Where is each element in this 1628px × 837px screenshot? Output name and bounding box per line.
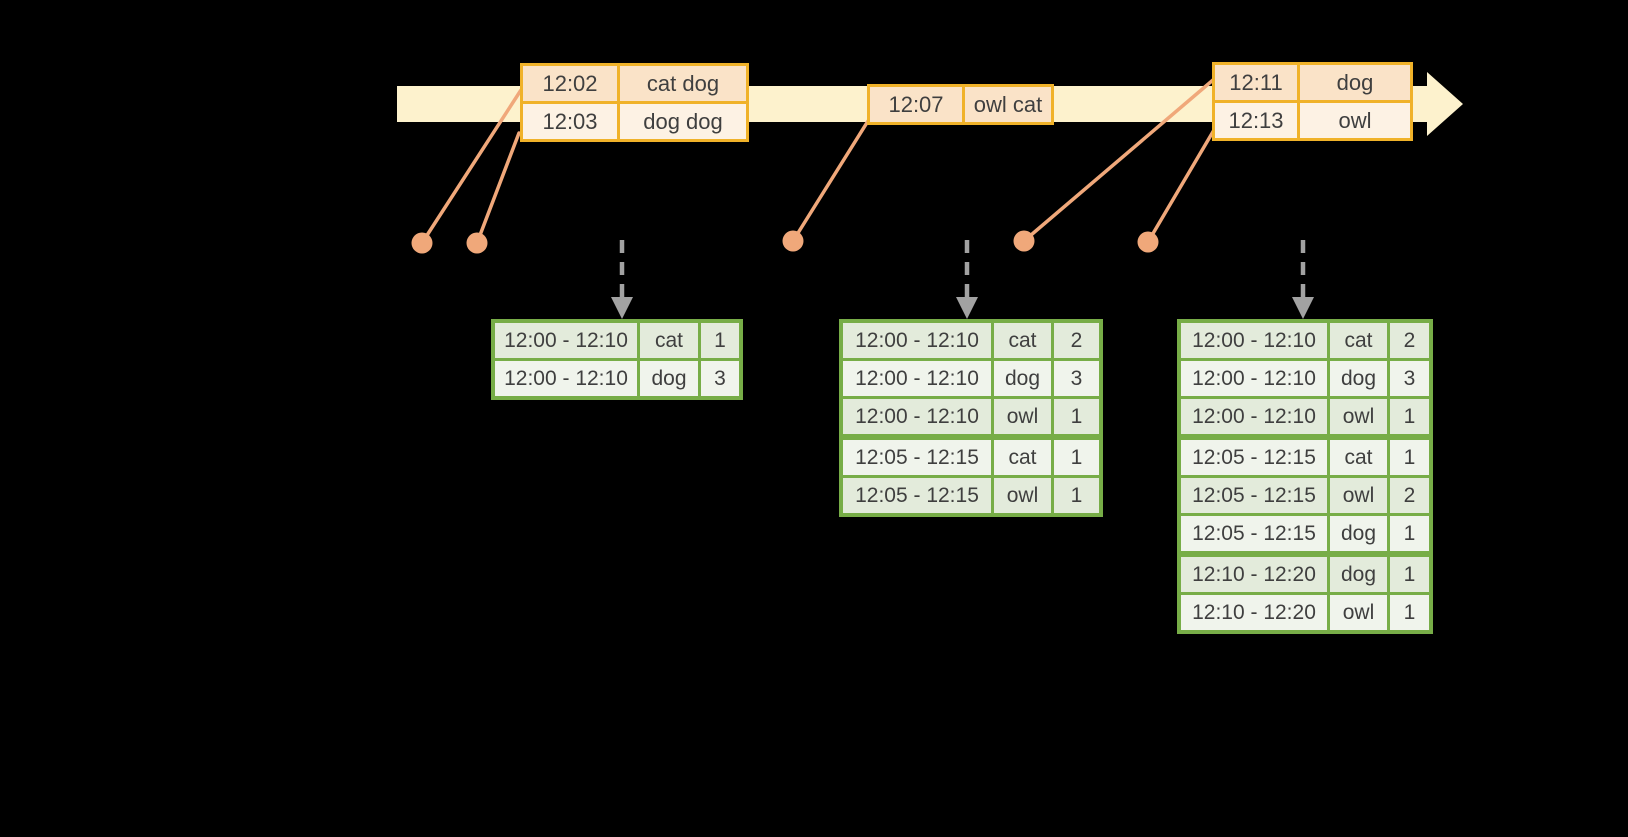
- count-cell: 3: [701, 361, 739, 396]
- trigger-arrowhead-icon: [1292, 297, 1314, 319]
- result-row: 12:00 - 12:10 dog 3: [1181, 361, 1429, 396]
- window-cell: 12:05 - 12:15: [1181, 478, 1327, 513]
- connector-line: [420, 88, 523, 245]
- connector-line: [1022, 78, 1215, 243]
- event-words: dog dog: [617, 101, 749, 142]
- count-cell: 1: [1054, 478, 1099, 513]
- result-row: 12:00 - 12:10 cat 2: [1181, 323, 1429, 358]
- count-cell: 1: [701, 323, 739, 358]
- result-row: 12:00 - 12:10 dog 3: [843, 361, 1099, 396]
- count-cell: 2: [1390, 478, 1429, 513]
- result-row: 12:00 - 12:10 cat 2: [843, 323, 1099, 358]
- word-cell: cat: [994, 323, 1051, 358]
- result-row: 12:05 - 12:15 dog 1: [1181, 516, 1429, 551]
- word-cell: owl: [994, 478, 1051, 513]
- event-time: 12:02: [520, 63, 620, 104]
- event-row: 12:02 cat dog: [520, 63, 749, 104]
- window-cell: 12:00 - 12:10: [843, 361, 991, 396]
- window-cell: 12:00 - 12:10: [495, 361, 637, 396]
- trigger-arrowhead-icon: [611, 297, 633, 319]
- word-cell: owl: [1330, 478, 1387, 513]
- event-time: 12:11: [1212, 62, 1300, 103]
- event-dot: [1013, 230, 1035, 252]
- window-cell: 12:00 - 12:10: [1181, 399, 1327, 434]
- word-cell: cat: [640, 323, 698, 358]
- result-row: 12:00 - 12:10 cat 1: [495, 323, 739, 358]
- word-cell: cat: [994, 440, 1051, 475]
- connector-line: [791, 119, 870, 243]
- count-cell: 1: [1390, 399, 1429, 434]
- connector-line: [475, 131, 521, 245]
- word-cell: dog: [994, 361, 1051, 396]
- result-table-1: 12:00 - 12:10 cat 1 12:00 - 12:10 dog 3: [491, 319, 743, 400]
- word-cell: dog: [1330, 557, 1387, 592]
- event-dot: [782, 230, 804, 252]
- event-table-1: 12:02 cat dog 12:03 dog dog: [520, 63, 749, 142]
- event-words: dog: [1297, 62, 1413, 103]
- window-cell: 12:10 - 12:20: [1181, 557, 1327, 592]
- event-row: 12:13 owl: [1212, 100, 1413, 141]
- count-cell: 2: [1054, 323, 1099, 358]
- window-cell: 12:00 - 12:10: [843, 399, 991, 434]
- event-dot: [411, 232, 433, 254]
- count-cell: 1: [1054, 440, 1099, 475]
- event-words: cat dog: [617, 63, 749, 104]
- count-cell: 2: [1390, 323, 1429, 358]
- event-time: 12:07: [867, 84, 965, 125]
- word-cell: cat: [1330, 323, 1387, 358]
- count-cell: 1: [1390, 557, 1429, 592]
- event-time: 12:03: [520, 101, 620, 142]
- window-cell: 12:10 - 12:20: [1181, 595, 1327, 630]
- event-dot: [1137, 231, 1159, 253]
- window-cell: 12:00 - 12:10: [843, 323, 991, 358]
- count-cell: 1: [1054, 399, 1099, 434]
- count-cell: 1: [1390, 440, 1429, 475]
- event-row: 12:11 dog: [1212, 62, 1413, 103]
- event-words: owl cat: [962, 84, 1054, 125]
- word-cell: dog: [640, 361, 698, 396]
- result-row: 12:00 - 12:10 dog 3: [495, 361, 739, 396]
- count-cell: 3: [1390, 361, 1429, 396]
- window-cell: 12:05 - 12:15: [843, 440, 991, 475]
- count-cell: 1: [1390, 595, 1429, 630]
- result-table-3: 12:00 - 12:10 cat 2 12:00 - 12:10 dog 3 …: [1177, 319, 1433, 634]
- result-row: 12:00 - 12:10 owl 1: [1181, 399, 1429, 434]
- event-time: 12:13: [1212, 100, 1300, 141]
- window-cell: 12:00 - 12:10: [1181, 361, 1327, 396]
- result-row: 12:05 - 12:15 owl 2: [1181, 478, 1429, 513]
- count-cell: 3: [1054, 361, 1099, 396]
- event-row: 12:03 dog dog: [520, 101, 749, 142]
- result-row: 12:10 - 12:20 dog 1: [1181, 557, 1429, 592]
- window-cell: 12:00 - 12:10: [1181, 323, 1327, 358]
- word-cell: owl: [1330, 399, 1387, 434]
- count-cell: 1: [1390, 516, 1429, 551]
- event-row: 12:07 owl cat: [867, 84, 1054, 125]
- word-cell: owl: [994, 399, 1051, 434]
- word-cell: cat: [1330, 440, 1387, 475]
- result-row: 12:10 - 12:20 owl 1: [1181, 595, 1429, 630]
- result-row: 12:00 - 12:10 owl 1: [843, 399, 1099, 434]
- window-cell: 12:05 - 12:15: [843, 478, 991, 513]
- timeline-arrowhead-icon: [1427, 72, 1463, 136]
- trigger-arrowhead-icon: [956, 297, 978, 319]
- word-cell: dog: [1330, 361, 1387, 396]
- window-cell: 12:05 - 12:15: [1181, 440, 1327, 475]
- event-table-2: 12:07 owl cat: [867, 84, 1054, 125]
- connector-line: [1146, 128, 1216, 244]
- result-row: 12:05 - 12:15 cat 1: [1181, 440, 1429, 475]
- window-cell: 12:05 - 12:15: [1181, 516, 1327, 551]
- event-table-3: 12:11 dog 12:13 owl: [1212, 62, 1413, 141]
- window-cell: 12:00 - 12:10: [495, 323, 637, 358]
- event-words: owl: [1297, 100, 1413, 141]
- word-cell: dog: [1330, 516, 1387, 551]
- word-cell: owl: [1330, 595, 1387, 630]
- result-row: 12:05 - 12:15 owl 1: [843, 478, 1099, 513]
- result-table-2: 12:00 - 12:10 cat 2 12:00 - 12:10 dog 3 …: [839, 319, 1103, 517]
- event-dot: [466, 232, 488, 254]
- result-row: 12:05 - 12:15 cat 1: [843, 440, 1099, 475]
